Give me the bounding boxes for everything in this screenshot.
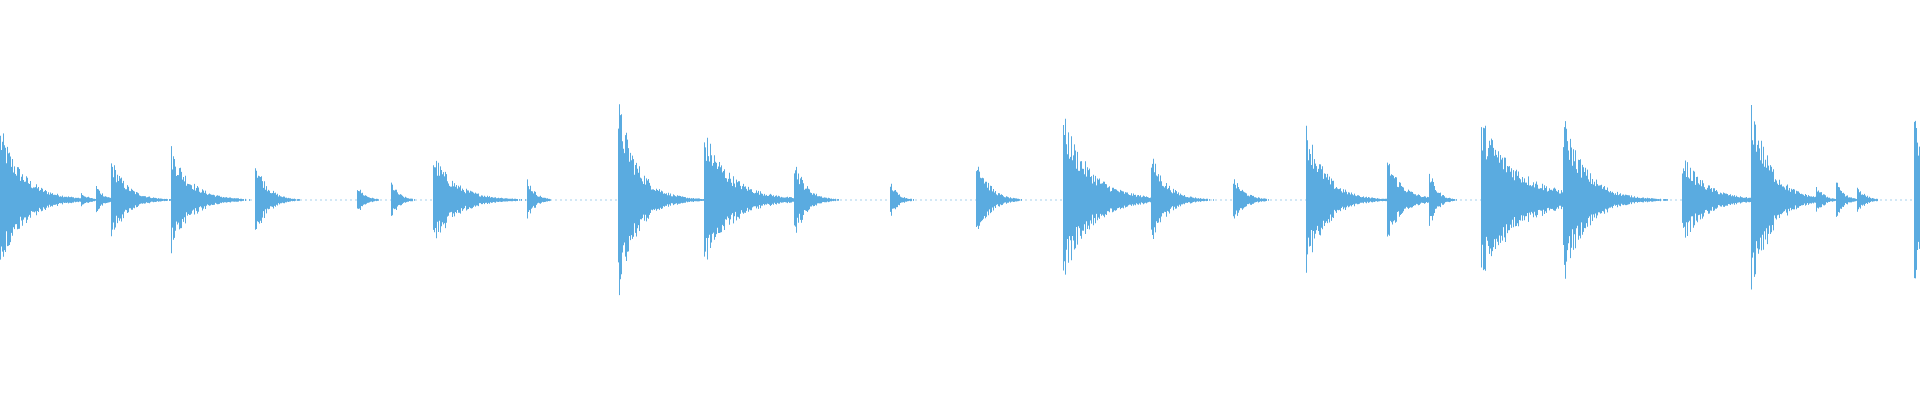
waveform-signal: [0, 104, 1920, 296]
waveform-peaks: [0, 104, 1920, 296]
